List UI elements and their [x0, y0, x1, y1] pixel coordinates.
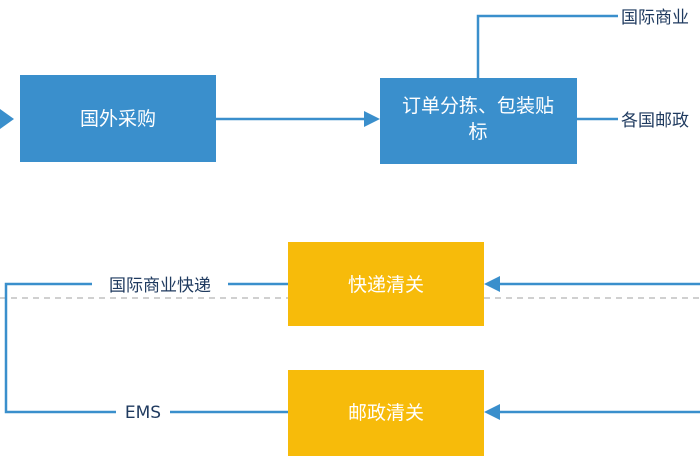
node-sorting-packing-label-line2: 标	[468, 121, 487, 143]
connector-left-loop-top	[4, 282, 116, 414]
node-foreign-purchase-label: 国外采购	[80, 108, 156, 130]
edge-label-ems: EMS	[125, 403, 161, 423]
node-express-clearance: 快递清关	[288, 242, 484, 326]
node-sorting-packing: 订单分拣、包装贴 标	[380, 78, 577, 164]
arrow-into-foreign-purchase	[0, 109, 14, 129]
node-express-clearance-label: 快递清关	[348, 274, 424, 296]
node-postal-clearance: 邮政清关	[288, 370, 484, 456]
node-sorting-packing-label-line1: 订单分拣、包装贴	[402, 95, 554, 117]
edge-label-intl-express-top: 国际商业	[621, 8, 689, 28]
arrow-into-sorting	[364, 111, 380, 127]
node-foreign-purchase: 国外采购	[20, 75, 216, 162]
connector-sorting-to-intl-express	[476, 14, 618, 78]
edge-label-national-postal: 各国邮政	[621, 111, 689, 131]
arrow-into-postal-clearance	[484, 404, 500, 420]
edge-label-intl-express-left: 国际商业快递	[109, 276, 211, 296]
arrow-into-express-clearance	[484, 276, 500, 292]
node-postal-clearance-label: 邮政清关	[348, 402, 424, 424]
